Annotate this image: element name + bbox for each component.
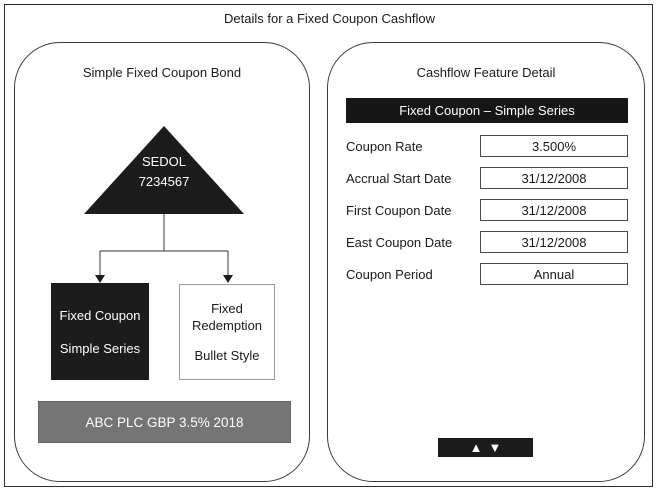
redemption-node-line2: Redemption <box>191 318 263 333</box>
bond-structure-connectors <box>84 126 244 283</box>
coupon-period-field[interactable]: Annual <box>480 263 628 285</box>
coupon-node-line1: Fixed Coupon <box>59 307 141 323</box>
arrowhead-right-icon <box>223 275 233 283</box>
east-coupon-date-label: East Coupon Date <box>346 234 453 250</box>
left-panel-title: Simple Fixed Coupon Bond <box>82 65 242 80</box>
row-coupon-period: Coupon Period Annual <box>346 263 628 285</box>
node-fixed-coupon-simple-series: Fixed Coupon Simple Series <box>51 283 149 380</box>
row-accrual-start-date: Accrual Start Date 31/12/2008 <box>346 167 628 189</box>
row-east-coupon-date: East Coupon Date 31/12/2008 <box>346 231 628 253</box>
redemption-node-line1: Fixed <box>211 301 243 316</box>
first-coupon-date-label: First Coupon Date <box>346 202 452 218</box>
coupon-rate-field[interactable]: 3.500% <box>480 135 628 157</box>
bond-name-bar: ABC PLC GBP 3.5% 2018 <box>38 401 291 443</box>
panel-cashflow-feature-detail: Cashflow Feature Detail Fixed Coupon – S… <box>327 42 645 482</box>
sedol-triangle <box>84 126 244 214</box>
first-coupon-date-field[interactable]: 31/12/2008 <box>480 199 628 221</box>
sedol-line1: SEDOL <box>141 154 187 169</box>
coupon-period-label: Coupon Period <box>346 266 433 282</box>
scroll-down-icon[interactable]: ▼ <box>488 440 502 455</box>
node-fixed-redemption-bullet-style: Fixed Redemption Bullet Style <box>179 284 275 380</box>
page-title: Details for a Fixed Coupon Cashflow <box>224 11 435 26</box>
arrowhead-left-icon <box>95 275 105 283</box>
east-coupon-date-field[interactable]: 31/12/2008 <box>480 231 628 253</box>
coupon-rate-label: Coupon Rate <box>346 138 423 154</box>
feature-rows: Coupon Rate 3.500% Accrual Start Date 31… <box>346 135 628 285</box>
redemption-node-line3: Bullet Style <box>194 348 260 363</box>
sedol-node-label: SEDOL 7234567 <box>104 152 224 192</box>
panel-simple-fixed-coupon-bond: Simple Fixed Coupon Bond SEDOL 7234567 F… <box>14 42 310 482</box>
sedol-line2: 7234567 <box>138 174 190 189</box>
pagination-control[interactable]: ▲ ▼ <box>438 438 533 457</box>
scroll-up-icon[interactable]: ▲ <box>469 440 483 455</box>
accrual-start-date-label: Accrual Start Date <box>346 170 452 186</box>
right-panel-title: Cashflow Feature Detail <box>416 65 556 80</box>
coupon-node-line2: Simple Series <box>59 340 141 356</box>
row-coupon-rate: Coupon Rate 3.500% <box>346 135 628 157</box>
row-first-coupon-date: First Coupon Date 31/12/2008 <box>346 199 628 221</box>
accrual-start-date-field[interactable]: 31/12/2008 <box>480 167 628 189</box>
feature-header-bar: Fixed Coupon – Simple Series <box>346 98 628 123</box>
